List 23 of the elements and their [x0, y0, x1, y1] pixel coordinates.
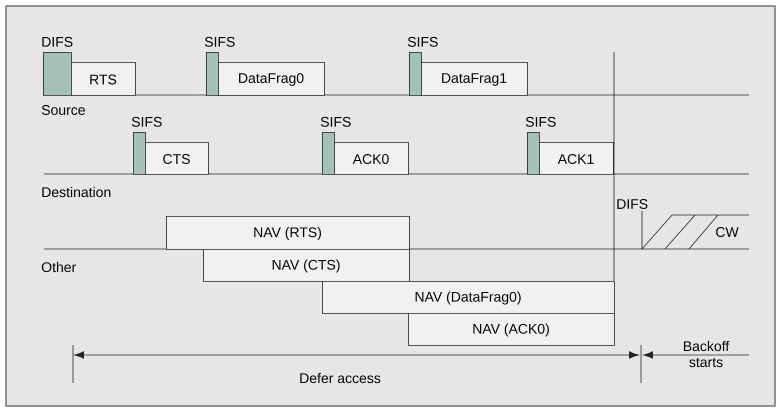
interval-label: SIFS [320, 116, 351, 127]
axis-label: Source [42, 105, 85, 115]
axis-label: Destination [42, 186, 110, 198]
frame-box: NAV (DataFrag0) [322, 281, 615, 314]
interval-label: DIFS [42, 36, 72, 47]
frame-box: CTS [145, 142, 209, 175]
axis-label: Other [42, 262, 76, 272]
axis-label: Backoff starts [684, 340, 730, 368]
interval-label: SIFS [408, 36, 438, 47]
frame-box: DataFrag0 [218, 62, 325, 96]
frame-box: DataFrag1 [421, 62, 528, 96]
frame-box: NAV (CTS) [203, 249, 410, 282]
frame-box: NAV (ACK0) [408, 313, 615, 346]
interval-label: SIFS [526, 116, 556, 127]
axis-label: DIFS [617, 199, 648, 209]
frame-box: ACK1 [539, 142, 614, 175]
frame-box: RTS [71, 62, 136, 96]
frame-box: ACK0 [334, 142, 409, 175]
window-label: CW [716, 227, 739, 237]
frame-box: NAV (RTS) [166, 216, 410, 250]
interval-label: SIFS [204, 36, 235, 47]
interval-label: SIFS [132, 116, 162, 127]
axis-label: Defer access [300, 372, 380, 384]
